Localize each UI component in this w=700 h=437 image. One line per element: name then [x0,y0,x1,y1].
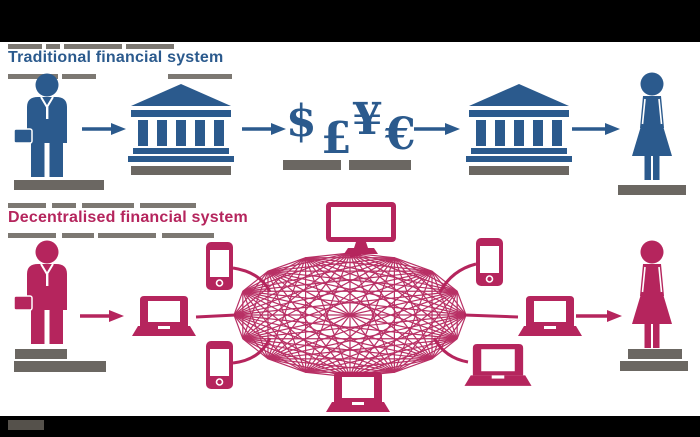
illegible-kicker-text [64,44,122,49]
illegible-label-bank-2 [469,166,569,175]
person-customer-icon [631,72,673,181]
illegible-label-currencies [283,160,341,170]
network-connector-lines [195,252,519,378]
desktop-monitor-icon [326,202,396,254]
currency-dollar-icon: $ [286,96,317,147]
illegible-label-person-3 [14,361,106,372]
illegible-kicker-text [8,203,46,208]
flow-arrows-decentralised [80,310,622,322]
bank-building-icon [128,84,234,162]
illegible-kicker-text [8,44,42,49]
smartphone-icon [476,238,503,286]
laptop-icon [518,296,582,336]
illegible-footer-credit [8,420,44,430]
illegible-label-currencies [349,160,411,170]
illegible-label-person-3 [15,349,67,359]
person-customer-icon [13,240,68,345]
p2p-mesh-network [233,252,467,378]
illegible-kicker-text [126,44,174,49]
illegible-subtitle-text [62,74,96,79]
illegible-kicker-text [82,203,134,208]
illegible-label-person-1 [14,180,104,190]
currency-pound-icon: £ [321,113,352,164]
currency-euro-icon: € [385,109,416,160]
section-title-traditional: Traditional financial system [8,49,224,66]
bottom-black-band [0,416,700,437]
laptop-icon [132,296,196,336]
section-title-decentralised: Decentralised financial system [8,209,248,226]
illegible-subtitle-text [168,74,232,79]
illegible-kicker-text [52,203,76,208]
illegible-subtitle-text [8,74,58,79]
illegible-label-person-2 [618,185,686,195]
currency-yen-icon: ¥ [352,94,383,145]
illegible-kicker-text [46,44,60,49]
smartphone-icon [206,341,233,389]
person-customer-icon [631,240,673,349]
flow-arrows-traditional [82,123,620,135]
illegible-subtitle-text [162,233,214,238]
illegible-subtitle-text [8,233,56,238]
illegible-label-bank-1 [131,166,231,175]
person-customer-icon [13,73,68,178]
illegible-label-person-4 [620,361,688,371]
laptop-icon [326,372,390,412]
illegible-subtitle-text [62,233,94,238]
illegible-kicker-text [140,203,196,208]
top-black-band [0,0,700,42]
illegible-label-person-4 [628,349,682,359]
smartphone-icon [206,242,233,290]
bank-building-icon [466,84,572,162]
illegible-subtitle-text [98,233,156,238]
laptop-icon [464,344,532,386]
